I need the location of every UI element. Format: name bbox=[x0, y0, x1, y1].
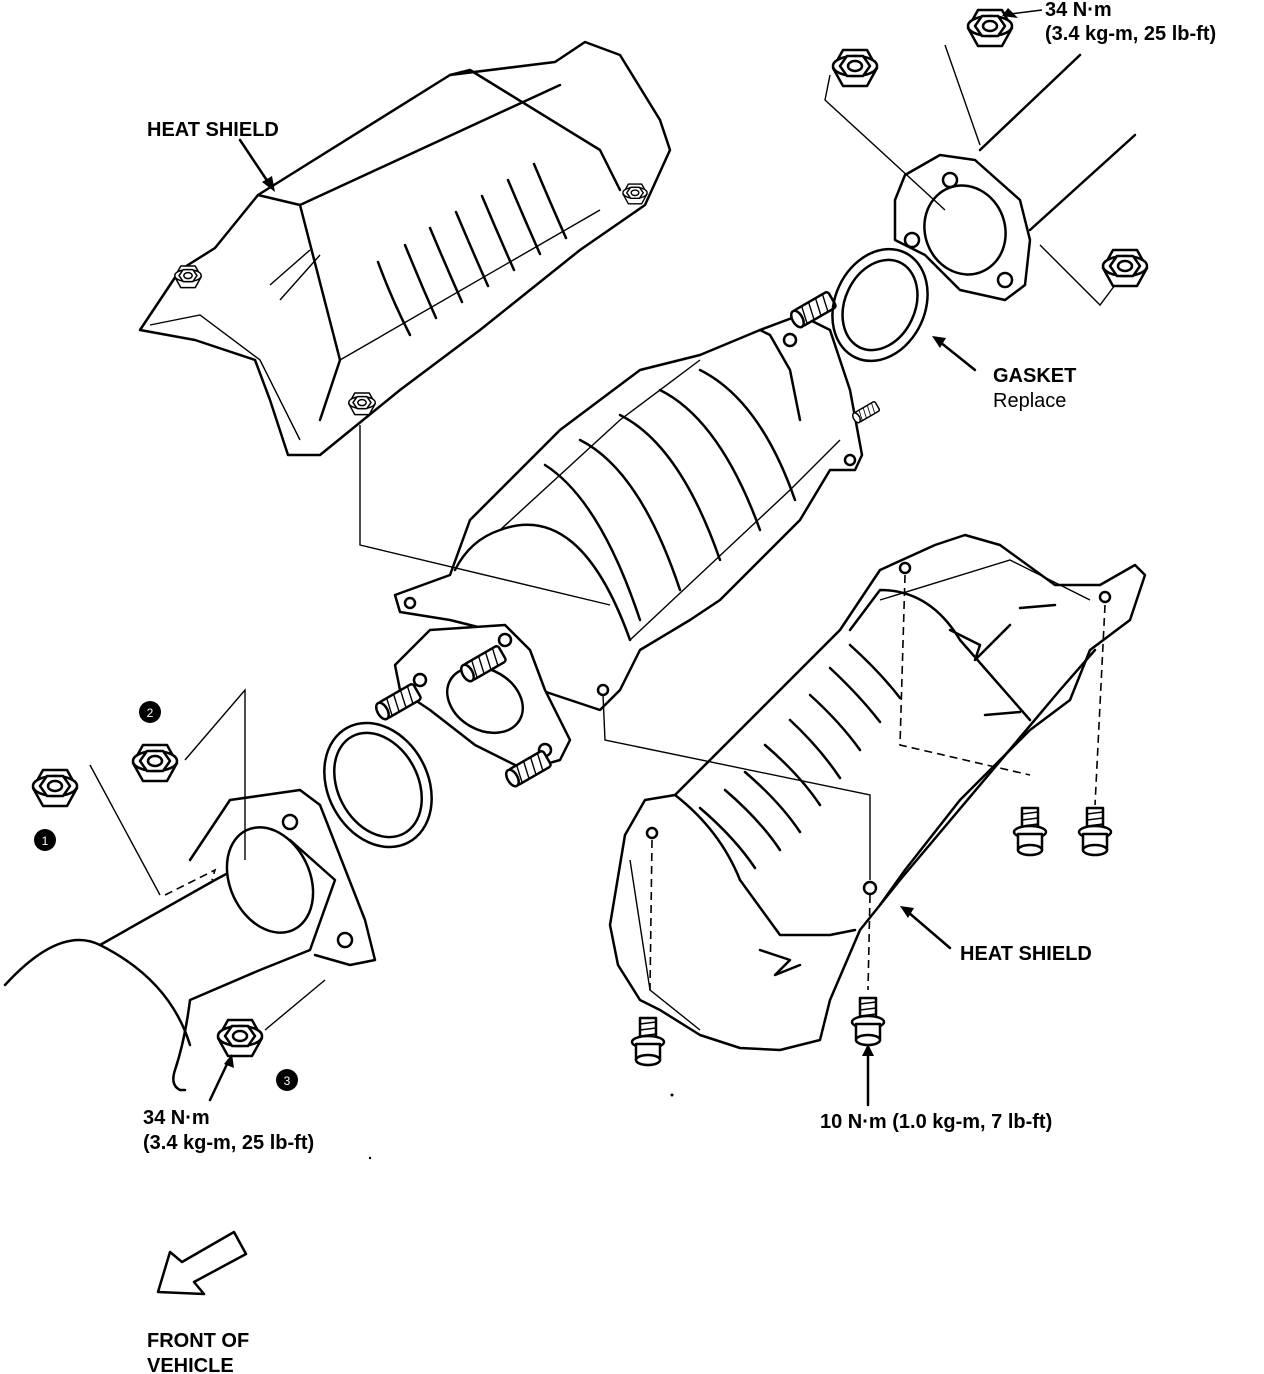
label-torque-bolts: 10 N·m (1.0 kg-m, 7 lb-ft) bbox=[820, 1111, 1052, 1133]
heat-shield-bottom bbox=[608, 533, 1147, 1052]
svg-text:3: 3 bbox=[284, 1074, 291, 1088]
torque-bolts-pointer bbox=[862, 1044, 874, 1107]
label-torque-top-1: 34 N·m bbox=[1045, 0, 1112, 21]
heat-shield-top bbox=[138, 40, 672, 457]
torque-left-pointer bbox=[208, 1054, 234, 1102]
label-torque-left-1: 34 N·m bbox=[143, 1107, 210, 1129]
heat-shield-bottom-pointer bbox=[900, 906, 952, 950]
converter-front-flange bbox=[393, 623, 572, 772]
label-gasket: GASKET bbox=[993, 365, 1076, 387]
sequence-marker-1: 1 bbox=[34, 829, 56, 851]
svg-text:1: 1 bbox=[42, 834, 49, 848]
sequence-marker-2: 2 bbox=[139, 701, 161, 723]
svg-text:2: 2 bbox=[147, 706, 154, 720]
gasket-rear bbox=[831, 247, 929, 363]
label-heat-shield-top: HEAT SHIELD bbox=[147, 119, 279, 141]
catalytic-converter bbox=[393, 313, 864, 712]
label-torque-left-2: (3.4 kg-m, 25 lb-ft) bbox=[143, 1132, 314, 1154]
label-gasket-note: Replace bbox=[993, 390, 1066, 412]
label-torque-top-2: (3.4 kg-m, 25 lb-ft) bbox=[1045, 23, 1216, 45]
front-pipe bbox=[3, 788, 377, 1092]
label-heat-shield-bottom: HEAT SHIELD bbox=[960, 943, 1092, 965]
label-front-line1: FRONT OF bbox=[147, 1330, 249, 1352]
rear-exhaust-flange bbox=[893, 53, 1137, 302]
heat-shield-top-pointer bbox=[238, 138, 275, 192]
front-arrow-icon bbox=[156, 1230, 248, 1296]
gasket-front bbox=[323, 721, 433, 849]
label-front-line2: VEHICLE bbox=[147, 1355, 234, 1374]
sequence-marker-3: 3 bbox=[276, 1069, 298, 1091]
gasket-pointer bbox=[932, 336, 977, 372]
